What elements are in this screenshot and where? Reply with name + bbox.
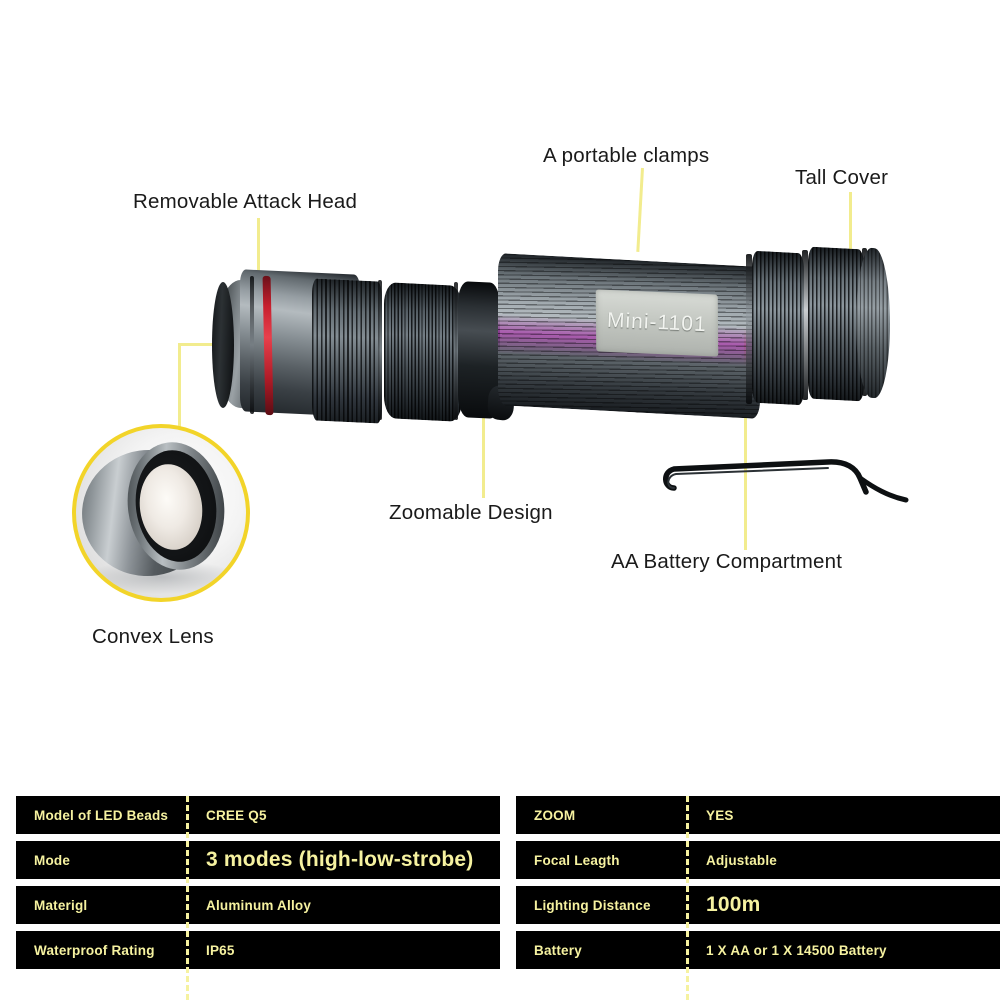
specifications-section: Model of LED Beads CREE Q5 Mode 3 modes …: [0, 796, 1000, 1000]
head-groove-1: [250, 275, 254, 415]
callout-tail-cover: Tall Cover: [795, 166, 889, 189]
spec-table-left: Model of LED Beads CREE Q5 Mode 3 modes …: [16, 796, 500, 1000]
table-row: Model of LED Beads CREE Q5: [16, 796, 500, 834]
table-row: Materigl Aluminum Alloy: [16, 886, 500, 924]
leader-line-zoomable-design: [482, 396, 485, 498]
table-row: Mode 3 modes (high-low-strobe): [16, 841, 500, 879]
spec-key: Materigl: [34, 897, 88, 913]
spec-value: CREE Q5: [206, 807, 267, 823]
spec-key: Lighting Distance: [534, 897, 651, 913]
table-row: Lighting Distance 100m: [516, 886, 1000, 924]
head-groove-2: [378, 279, 382, 421]
leader-line-aa-battery-compartment: [744, 325, 747, 550]
convex-lens-detail-inset: [72, 424, 250, 602]
spec-table-right: ZOOM YES Focal Leagth Adjustable Lightin…: [516, 796, 1000, 1000]
spec-value: Aluminum Alloy: [206, 897, 312, 913]
spec-value: Adjustable: [706, 852, 778, 868]
table-row: Battery 1 X AA or 1 X 14500 Battery: [516, 931, 1000, 969]
flashlight-product-photo: Mini-1101: [212, 236, 909, 503]
spec-value: 100m: [706, 893, 761, 916]
pocket-clip: [663, 459, 909, 503]
body-engraving-text: Mini-1101: [606, 308, 708, 337]
callout-portable-clamps: A portable clamps: [543, 144, 710, 167]
spec-value: YES: [706, 807, 734, 823]
spec-key: Model of LED Beads: [34, 807, 169, 823]
tail-knurl-band-1: [752, 250, 804, 406]
spec-value: IP65: [206, 942, 235, 958]
spec-value: 1 X AA or 1 X 14500 Battery: [706, 942, 887, 958]
flashlight-lens-face: [212, 282, 234, 408]
callout-convex-lens: Convex Lens: [92, 625, 214, 648]
table-row: ZOOM YES: [516, 796, 1000, 834]
callout-zoomable-design: Zoomable Design: [389, 501, 553, 524]
callout-aa-battery-compartment: AA Battery Compartment: [611, 550, 843, 573]
callout-removable-attack-head: Removable Attack Head: [133, 190, 358, 213]
table-row: Focal Leagth Adjustable: [516, 841, 1000, 879]
spec-key: Waterproof Rating: [34, 942, 155, 958]
spec-key: Battery: [534, 942, 582, 958]
leader-line-convex-lens-vertical: [178, 343, 181, 435]
zoom-slider-ribbed: [384, 282, 462, 422]
tail-cover-cap: [856, 247, 890, 399]
leader-line-convex-lens-horizontal: [178, 343, 228, 346]
spec-key: Mode: [34, 852, 71, 868]
spec-key: ZOOM: [534, 807, 576, 823]
table-row: Waterproof Rating IP65: [16, 931, 500, 969]
leader-line-tail-cover: [849, 192, 852, 266]
leader-line-removable-attack-head: [257, 218, 260, 306]
spec-key: Focal Leagth: [534, 852, 620, 868]
body-engraving-plate: Mini-1101: [595, 289, 719, 357]
spec-value: 3 modes (high-low-strobe): [206, 848, 474, 871]
knurled-zoom-ring: [312, 278, 382, 424]
